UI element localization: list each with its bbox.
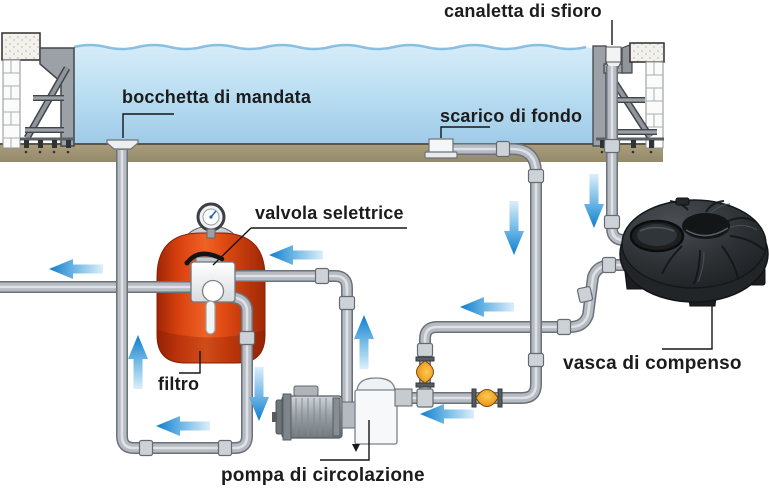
valve-handle xyxy=(184,251,225,266)
check-valve-horizontal xyxy=(471,388,503,408)
wall-brace-left xyxy=(25,67,69,139)
flow-to-valve-left-arrow-icon xyxy=(269,245,323,265)
label-bocchetta-di-mandata: bocchetta di mandata xyxy=(122,87,312,107)
main-drain-fitting xyxy=(424,138,458,159)
water-surface-line xyxy=(73,43,587,51)
flow-to-bocchetta-up-arrow-icon xyxy=(128,335,148,389)
overflow-gutter xyxy=(605,46,622,63)
inlet-nozzle-fitting xyxy=(106,139,139,150)
pool-wall-right xyxy=(592,42,665,154)
sight-glass xyxy=(205,300,216,335)
pool-deck-ground xyxy=(0,143,663,162)
label-valvola-selettrice: valvola selettrice xyxy=(255,203,404,223)
tee-fitting xyxy=(416,388,434,408)
pipe-couplings xyxy=(138,138,621,457)
check-valve-vertical xyxy=(415,356,435,388)
label-leader-lines xyxy=(122,20,713,461)
flow-waste-left-arrow-icon xyxy=(49,259,103,279)
label-pompa-di-circolazione: pompa di circolazione xyxy=(221,465,425,486)
coping-block-left xyxy=(1,32,41,61)
label-canaletta-di-sfioro: canaletta di sfioro xyxy=(444,1,602,21)
flow-sfioro-down-arrow-icon xyxy=(584,174,604,228)
pool-water xyxy=(73,43,594,144)
flow-riser-up-arrow-icon xyxy=(354,315,374,369)
label-vasca-di-compenso: vasca di compenso xyxy=(563,353,742,374)
pump-drain-plug xyxy=(352,444,360,452)
pool-wall-left xyxy=(1,32,75,154)
coping-block-right xyxy=(629,42,665,63)
flow-bottom-left-arrow-icon xyxy=(156,416,210,436)
flow-from-vasca-left-arrow-icon xyxy=(460,297,514,317)
anchor-feet-left xyxy=(24,140,71,154)
pump-inlet-union xyxy=(394,388,413,407)
valve-port-cap xyxy=(201,279,225,303)
flow-scarico-down-arrow-icon xyxy=(504,201,524,255)
wall-panel-right xyxy=(592,45,607,147)
compensation-tank xyxy=(619,197,769,307)
label-scarico-di-fondo: scarico di fondo xyxy=(440,106,583,126)
label-filtro: filtro xyxy=(158,374,200,394)
pump-housing xyxy=(354,389,398,445)
circulation-pump xyxy=(272,377,413,452)
selector-valve xyxy=(184,202,236,335)
